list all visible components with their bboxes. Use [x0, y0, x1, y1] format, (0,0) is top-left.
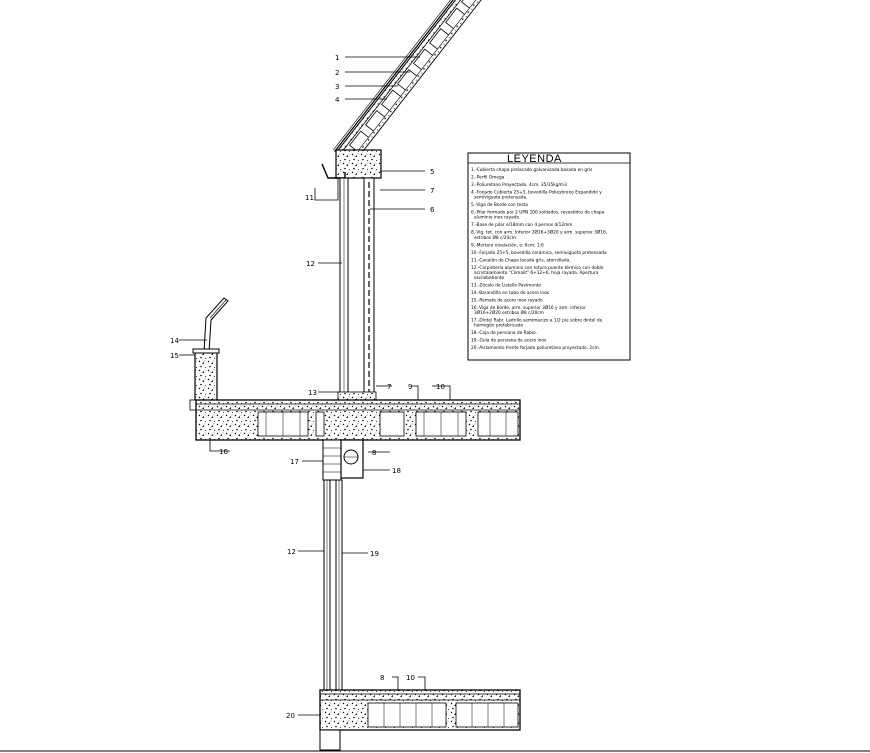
- callout-7-lower: 7: [387, 383, 391, 391]
- legend-item: 16.-Viga de borde, arm. superior 3Ø16 y …: [471, 304, 586, 316]
- legend-item: 1.-Cubierta chapa prelacada galvanizada …: [471, 166, 593, 173]
- roof-assembly: [321, 0, 495, 179]
- legend-title: LEYENDA: [507, 153, 562, 165]
- callout-1: 1: [335, 54, 339, 62]
- legend-item: 14.-Barandilla en tubo de acero inox: [471, 290, 550, 296]
- legend-item: 8.-Vig. tot. con arm. Inferior 2Ø16+3Ø20…: [471, 229, 607, 241]
- lower-floor-slab: [319, 689, 521, 751]
- railing-post: [203, 297, 229, 353]
- callout-7-upper: 7: [430, 187, 434, 195]
- callout-numbers: 1 2 3 4 5 7 6 11 12 13 7 9 10 14 15 16 8…: [170, 54, 445, 720]
- callout-4: 4: [335, 96, 340, 104]
- callout-19: 19: [370, 550, 379, 558]
- callout-8-middle: 8: [372, 449, 376, 457]
- legend-item: 13.-Zócalo de Listello Pavimento: [471, 282, 541, 289]
- callout-11: 11: [305, 194, 314, 202]
- middle-floor-slab: [195, 399, 521, 441]
- callout-15: 15: [170, 352, 179, 360]
- legend-items: 1.-Cubierta chapa prelacada galvanizada …: [471, 166, 607, 351]
- callout-20: 20: [286, 712, 295, 720]
- callout-10-lower: 10: [406, 674, 415, 682]
- callout-13: 13: [308, 389, 317, 397]
- legend-item: 11.-Canalón de Chapa lacada gris, atorni…: [471, 256, 571, 263]
- callout-2: 2: [335, 69, 339, 77]
- balcony-assembly: [189, 297, 229, 411]
- callout-16: 16: [219, 448, 228, 456]
- legend-item: 12.-Carpintería aluminio con rotura puen…: [471, 264, 604, 281]
- gutter: [321, 163, 346, 179]
- legend-item: 7.-Base de pilar e/18mm con 4 pernos d/1…: [471, 222, 572, 228]
- roof-edge-beam: [335, 149, 382, 179]
- legend-item: 2.-Perfil Omega: [471, 175, 505, 181]
- leader-lines: [179, 56, 451, 716]
- callout-12-upper: 12: [306, 260, 315, 268]
- legend-item: 19.-Guía de persiana de acero inox: [471, 337, 547, 344]
- legend-item: 9.-Mortero nivelación, e: 6cm; 1:6: [471, 241, 544, 248]
- lintel-and-shutter-box: [322, 439, 364, 481]
- legend-item: 20.-Aislamiento frente forjado poliureta…: [471, 345, 600, 351]
- upper-column: [337, 177, 377, 402]
- legend-item: 17.-Dintel Rabr. Ladrillo semimacizo a 1…: [471, 318, 603, 329]
- legend-item: 15.-Remate de acero inox rayado: [471, 298, 543, 304]
- legend-item: 18.-Caja de persiana de Rabio.: [471, 330, 537, 336]
- callout-17: 17: [290, 458, 299, 466]
- callout-9: 9: [408, 383, 412, 391]
- callout-5: 5: [430, 168, 434, 176]
- lower-slab-blocks: [367, 702, 519, 728]
- legend-item: 5.-Viga de Borde con testa: [471, 202, 528, 208]
- callout-3: 3: [335, 83, 339, 91]
- legend-item: 10.-Forjado 25+5, bovedilla cerámica, se…: [471, 249, 607, 256]
- middle-slab-blocks: [257, 411, 519, 437]
- callout-6: 6: [430, 206, 435, 214]
- callout-14: 14: [170, 337, 179, 345]
- callout-10-middle: 10: [436, 383, 445, 391]
- legend-item: 4.-Forjado Cubierta 25+5, bovedilla Poli…: [471, 190, 602, 201]
- legend-box: LEYENDA 1.-Cubierta chapa prelacada galv…: [467, 152, 631, 361]
- callout-8-lower: 8: [380, 674, 384, 682]
- callout-12-lower: 12: [287, 548, 296, 556]
- callout-18: 18: [392, 467, 401, 475]
- legend-item: 3.-Poliuretano Proyectado. 4cm. 35/35kg/…: [471, 182, 567, 188]
- legend-item: 6.-Pilar formado por 2 UPN 100 soldados,…: [471, 210, 605, 221]
- lower-window: [323, 479, 343, 691]
- balcony-upstand: [194, 351, 218, 405]
